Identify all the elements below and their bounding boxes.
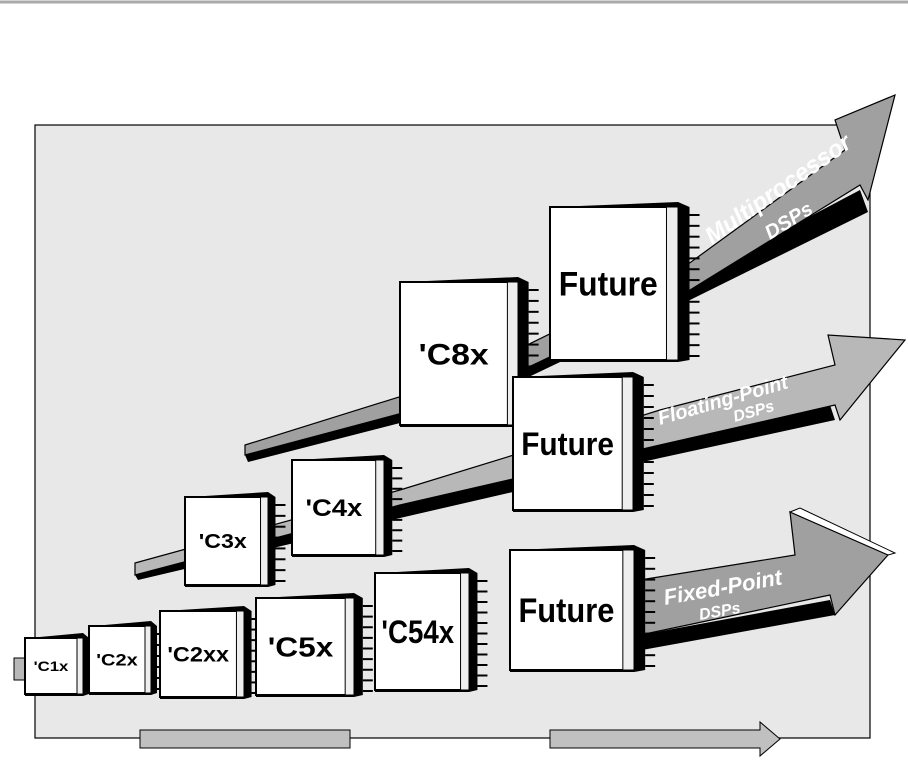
bottom-bar [139, 729, 351, 749]
chip-label: 'C5x [268, 632, 334, 663]
chip-future_fixed: Future [509, 545, 656, 672]
chip-c3x: 'C3x [184, 492, 286, 587]
fixed-point-arrow: Fixed-Point DSPs [13, 507, 897, 681]
chip-label: 'C2xx [167, 644, 229, 667]
chip-label: 'C54x [381, 614, 454, 650]
chip-c2x: 'C2x [88, 621, 167, 695]
chip-label: Future [518, 592, 614, 630]
chip-label: Future [559, 266, 658, 304]
chip-c4x: 'C4x [291, 455, 403, 557]
chip-c1x: 'C1x [24, 633, 99, 696]
chip-label: 'C1x [34, 658, 69, 674]
chip-c8x: 'C8x [399, 277, 539, 427]
chip-future_multi: Future [549, 202, 700, 362]
chip-label: 'C2x [96, 651, 138, 670]
chip-label: 'C8x [419, 338, 489, 371]
chip-label: 'C3x [199, 531, 247, 553]
chip-label: 'C4x [305, 495, 363, 522]
chip-c54x: 'C54x [374, 568, 488, 692]
chip-c5x: 'C5x [255, 593, 373, 697]
bottom-arrow [549, 720, 781, 758]
chip-future_float: Future [512, 372, 654, 512]
chip-label: Future [521, 426, 614, 462]
chip-c2xx: 'C2xx [159, 606, 262, 699]
